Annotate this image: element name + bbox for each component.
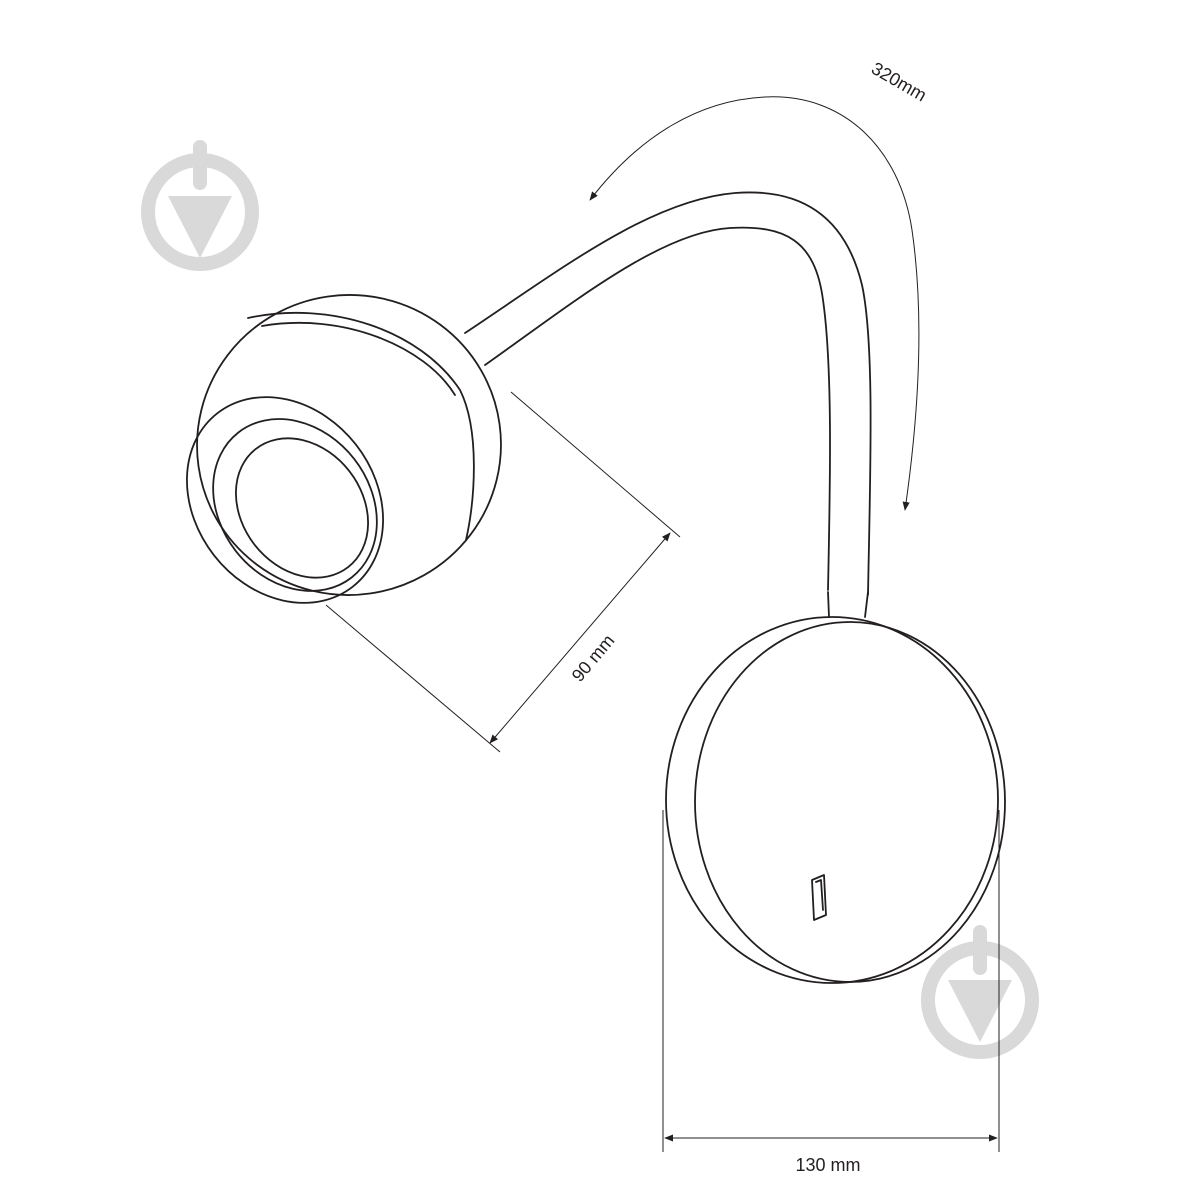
base-diameter-label: 130 mm: [795, 1155, 860, 1175]
lamp-head: [186, 294, 502, 604]
base-diameter-dimension: 130 mm: [662, 810, 1000, 1175]
arm-length-dimension: 320mm: [589, 58, 930, 511]
watermark-logo-icon-bottom-right: [921, 925, 1039, 1059]
arm-length-label: 320mm: [868, 58, 930, 105]
head-diameter-label: 90 mm: [568, 631, 619, 686]
watermark-logo-icon-top-left: [141, 140, 259, 271]
head-diameter-dimension: 90 mm: [325, 391, 681, 753]
wall-base: [665, 616, 1006, 984]
switch-icon: [811, 874, 827, 921]
